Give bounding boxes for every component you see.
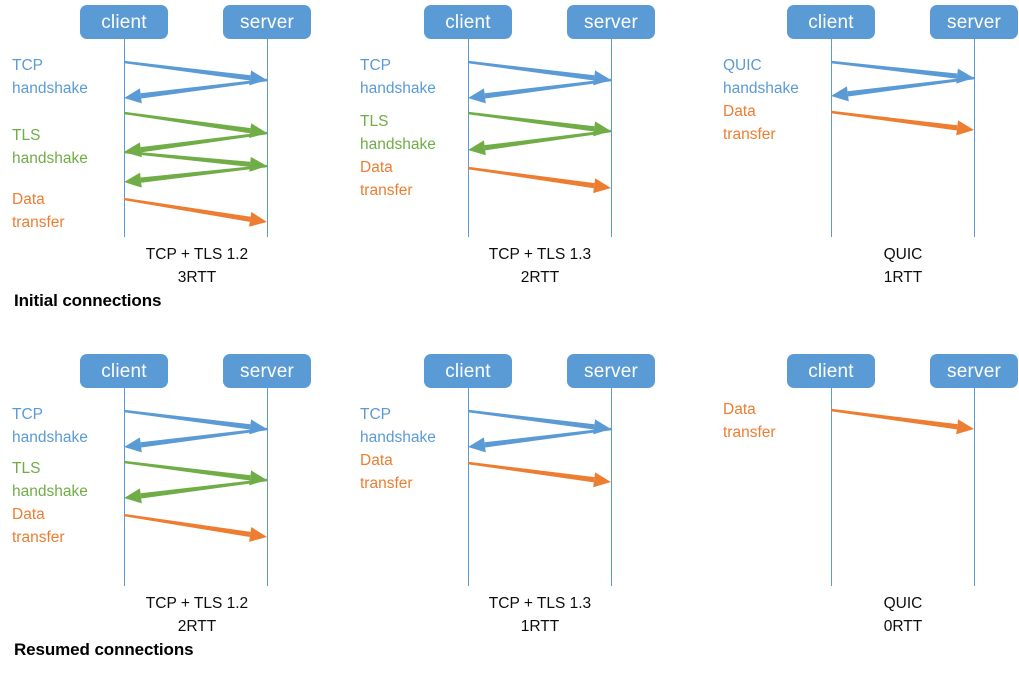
arrow-data-transfer-0-shaft — [830, 408, 958, 430]
node-box-label: client — [445, 11, 491, 33]
lifeline-client — [124, 388, 125, 586]
node-box-label: server — [584, 360, 638, 382]
panel-caption-initial-tcp-tls12: TCP + TLS 1.2 3RTT — [145, 246, 249, 286]
node-box-server: server — [930, 5, 1018, 39]
lifeline-server — [611, 388, 612, 586]
panel-caption-initial-quic: QUIC 1RTT — [883, 246, 923, 286]
phase-label-tcp-0: TCP handshake — [12, 406, 88, 446]
lifeline-server — [974, 39, 975, 237]
phase-label-tcp-0: TCP handshake — [12, 57, 88, 97]
node-box-label: client — [445, 360, 491, 382]
node-box-server: server — [223, 354, 311, 388]
node-box-client: client — [787, 354, 875, 388]
node-box-client: client — [424, 5, 512, 39]
phase-label-tls-1: TLS handshake — [360, 113, 436, 153]
phase-label-tls-1: TLS handshake — [12, 127, 88, 167]
node-box-client: client — [80, 5, 168, 39]
arrow-layer — [830, 60, 975, 136]
panel-caption-resumed-tcp-tls13: TCP + TLS 1.3 1RTT — [488, 595, 592, 635]
phase-label-tcp-0: TCP handshake — [360, 406, 436, 446]
node-box-label: server — [240, 11, 294, 33]
phase-label-tcp-0: QUIC handshake — [723, 57, 799, 97]
node-box-client: client — [787, 5, 875, 39]
node-box-label: client — [101, 360, 147, 382]
node-box-label: server — [584, 11, 638, 33]
phase-label-data-0: Data transfer — [723, 401, 776, 441]
phase-label-data-1: Data transfer — [360, 452, 413, 492]
arrow-layer — [830, 408, 974, 435]
phase-label-data-2: Data transfer — [12, 506, 65, 546]
arrow-quic-handshake-0-shaft — [830, 60, 958, 79]
node-box-client: client — [80, 354, 168, 388]
node-box-server: server — [567, 354, 655, 388]
phase-label-data-1: Data transfer — [723, 103, 776, 143]
lifeline-client — [831, 388, 832, 586]
arrow-data-transfer-2-shaft — [830, 110, 958, 131]
lifeline-server — [267, 39, 268, 237]
lifeline-client — [831, 39, 832, 237]
lifeline-client — [124, 39, 125, 237]
node-box-label: client — [808, 360, 854, 382]
node-box-server: server — [223, 5, 311, 39]
panel-caption-initial-tcp-tls13: TCP + TLS 1.3 2RTT — [488, 246, 592, 286]
node-box-label: client — [101, 11, 147, 33]
lifeline-server — [267, 388, 268, 586]
lifeline-client — [468, 388, 469, 586]
node-box-label: server — [947, 360, 1001, 382]
phase-label-tcp-0: TCP handshake — [360, 57, 436, 97]
arrow-data-transfer-0-head — [956, 419, 974, 435]
node-box-label: client — [808, 11, 854, 33]
node-box-client: client — [424, 354, 512, 388]
phase-label-tls-1: TLS handshake — [12, 460, 88, 500]
arrow-quic-handshake-1-head — [831, 86, 849, 102]
arrow-quic-handshake-1-shaft — [847, 76, 975, 97]
section-heading-initial: Initial connections — [14, 291, 162, 310]
section-heading-resumed: Resumed connections — [14, 640, 194, 659]
arrow-quic-handshake-0-head — [956, 68, 974, 84]
node-box-server: server — [930, 354, 1018, 388]
panel-caption-resumed-quic: QUIC 0RTT — [883, 595, 923, 635]
lifeline-server — [974, 388, 975, 586]
phase-label-data-2: Data transfer — [12, 191, 65, 231]
panel-caption-resumed-tcp-tls12: TCP + TLS 1.2 2RTT — [145, 595, 249, 635]
lifeline-client — [468, 39, 469, 237]
phase-label-data-2: Data transfer — [360, 159, 413, 199]
lifeline-server — [611, 39, 612, 237]
arrow-data-transfer-2-head — [956, 120, 974, 136]
node-box-server: server — [567, 5, 655, 39]
node-box-label: server — [947, 11, 1001, 33]
node-box-label: server — [240, 360, 294, 382]
